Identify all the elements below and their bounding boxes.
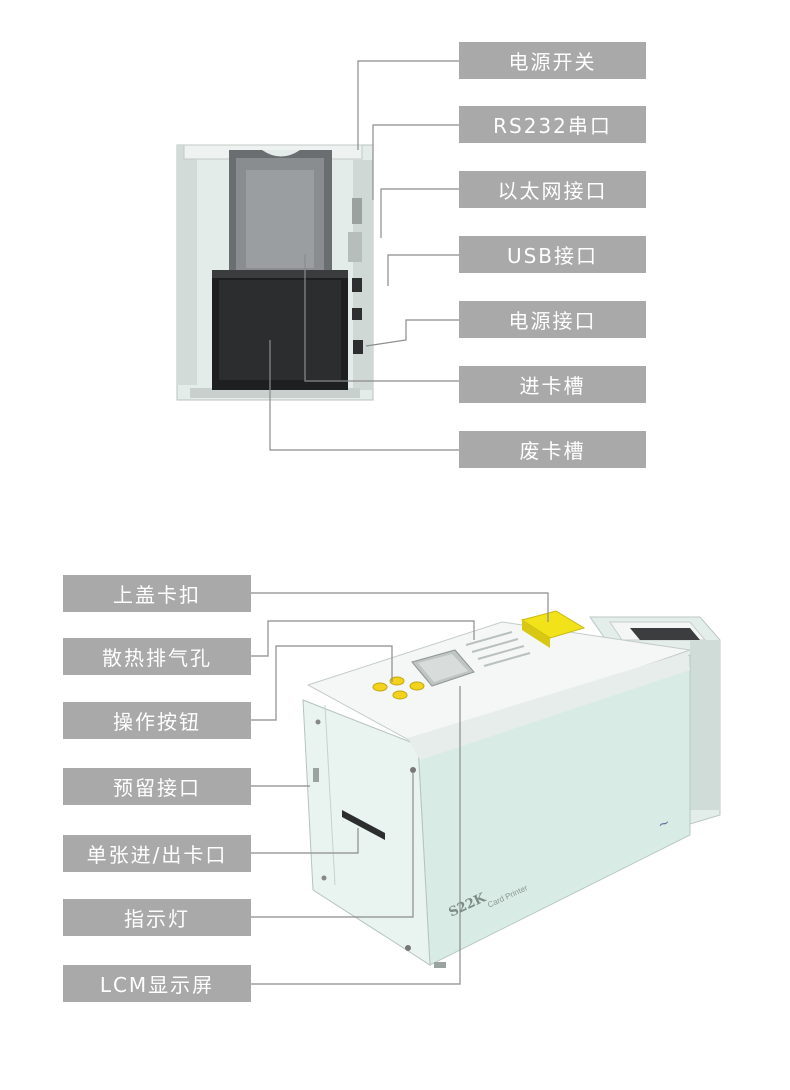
label-top-cover-latch: 上盖卡扣 [63,575,251,612]
label-waste-card-slot: 废卡槽 [459,431,646,468]
label-input-card-slot: 进卡槽 [459,366,646,403]
label-operation-buttons: 操作按钮 [63,702,251,739]
label-rs232-port: RS232串口 [459,106,646,143]
label-indicator-light: 指示灯 [63,899,251,936]
label-lcm-display: LCM显示屏 [63,965,251,1002]
label-power-switch: 电源开关 [459,42,646,79]
label-reserved-port: 预留接口 [63,768,251,805]
label-cooling-vent: 散热排气孔 [63,638,251,675]
label-single-card-slot: 单张进/出卡口 [63,835,251,872]
label-ethernet-port: 以太网接口 [459,171,646,208]
front-view-printer [303,611,720,968]
rear-view-printer [177,145,373,400]
label-usb-port: USB接口 [459,236,646,273]
label-power-port: 电源接口 [459,301,646,338]
